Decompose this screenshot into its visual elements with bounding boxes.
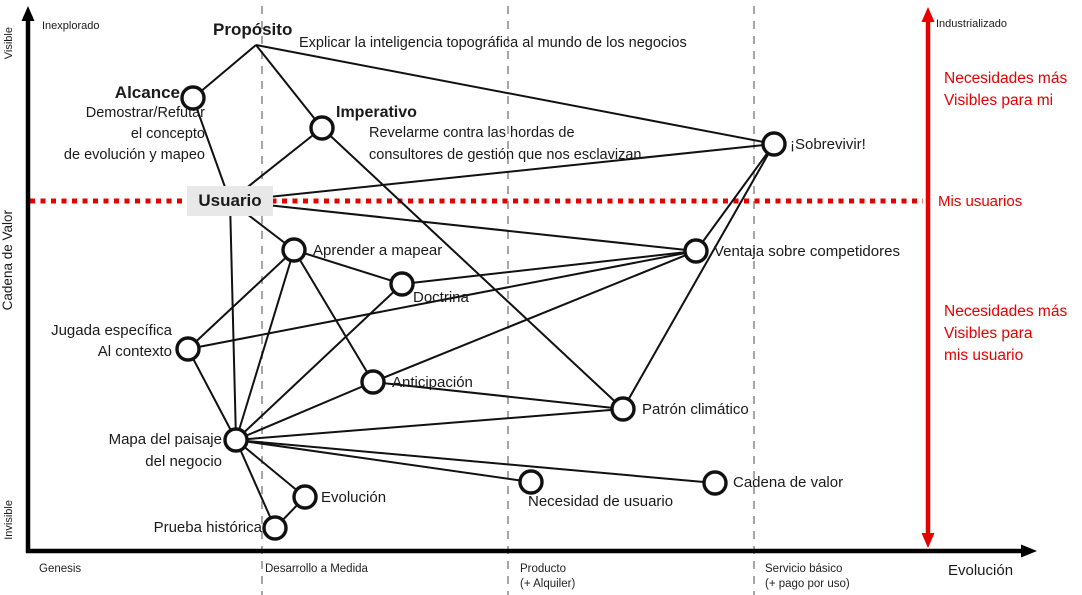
edge-mapa-necesidad (235, 439, 532, 483)
node-circle-necesidad (518, 469, 544, 495)
node-label-mapa: Mapa del paisaje del negocio (108, 431, 222, 470)
edge-mapa-anticipacion (235, 381, 374, 441)
edge-proposito-imperativo (255, 44, 323, 129)
x-axis (26, 544, 1037, 558)
stage-servicio: Servicio básico (+ pago por uso) (765, 563, 850, 590)
edge-mapa-evolucion (235, 439, 306, 498)
node-circle-doctrina (389, 271, 415, 297)
node-circle-sobrevivir (761, 131, 787, 157)
node-circle-cadena (702, 470, 728, 496)
node-label-evolucion: Evolución (321, 489, 387, 506)
edge-imperativo-patron (321, 127, 624, 410)
stage-desarrollo: Desarrollo a Medida (265, 563, 368, 575)
map-edges (187, 44, 775, 529)
node-circle-ventaja (683, 238, 709, 264)
edge-patron-sobrevivir (622, 143, 775, 410)
edge-jugada-ventaja (187, 250, 697, 350)
node-circle-mapa (223, 427, 249, 453)
edge-usuario-sobrevivir (229, 143, 775, 202)
edge-aprender-anticipacion (293, 249, 374, 383)
label-inexplorado: Inexplorado (42, 20, 100, 32)
stage-producto: Producto (+ Alquiler) (520, 563, 576, 590)
node-label-doctrina: Doctrina (413, 289, 469, 306)
edge-proposito-sobrevivir (255, 44, 775, 145)
node-label-cadena: Cadena de valor (733, 474, 844, 491)
needs-bottom-annotation: Necesidades más Visibles para mis usuari… (944, 303, 1068, 364)
x-axis-arrow-icon (1021, 544, 1037, 558)
node-circle-prueba (262, 515, 288, 541)
edge-ventaja-sobrevivir (695, 143, 775, 252)
node-circle-alcance (180, 85, 206, 111)
edge-anticipacion-patron (372, 381, 624, 410)
node-label-imperativo: Imperativo (336, 104, 417, 121)
edge-mapa-doctrina (235, 283, 403, 441)
alcance-note: Demostrar/Refutar el concepto de evoluci… (63, 105, 205, 163)
node-circle-anticipacion (360, 369, 386, 395)
edge-jugada-mapa (187, 348, 237, 441)
edge-usuario-mapa (229, 200, 237, 441)
needs-top-annotation: Necesidades más Visibles para mi (944, 70, 1068, 109)
edge-aprender-mapa (235, 249, 295, 441)
mis-usuarios-label: Mis usuarios (938, 193, 1023, 210)
label-industrializado: Industrializado (936, 18, 1007, 30)
node-label-anticipacion: Anticipación (392, 374, 473, 391)
y-axis-visible-label: Visible (3, 27, 15, 60)
edge-aprender-doctrina (293, 249, 403, 285)
proposito-note: Explicar la inteligencia topográfica al … (299, 35, 687, 51)
red-arrow-up-icon (921, 7, 935, 22)
node-label-prueba: Prueba histórica (153, 519, 262, 536)
node-label-aprender: Aprender a mapear (313, 242, 443, 259)
edge-mapa-cadena (235, 439, 716, 484)
node-label-proposito: Propósito (213, 20, 293, 39)
node-circle-evolucion (292, 484, 318, 510)
edge-proposito-alcance (192, 44, 257, 99)
edge-alcance-usuario (192, 97, 231, 202)
stage-genesis: Genesis (39, 563, 82, 575)
edge-usuario-ventaja (229, 200, 697, 252)
y-axis-invisible-label: Invisible (3, 500, 15, 540)
node-label-alcance: Alcance (114, 83, 180, 102)
node-label-jugada: Jugada específica Al contexto (51, 322, 172, 360)
imperativo-note: Revelarme contra las hordas de consultor… (369, 125, 642, 163)
edge-mapa-patron (235, 408, 624, 441)
visibility-axis-red (921, 7, 935, 548)
edge-doctrina-ventaja (401, 250, 697, 285)
node-circle-aprender (281, 237, 307, 263)
y-axis-arrow-icon (21, 6, 35, 21)
y-axis (21, 6, 35, 553)
node-usuario-box: Usuario (187, 186, 273, 216)
node-label-sobrevivir: ¡Sobrevivir! (790, 136, 866, 153)
node-label-patron: Patrón climático (642, 401, 749, 418)
x-axis-title: Evolución (948, 562, 1014, 579)
node-label-necesidad: Necesidad de usuario (528, 493, 674, 510)
node-circle-patron (610, 396, 636, 422)
edge-mapa-prueba (235, 439, 276, 529)
y-axis-title: Cadena de Valor (0, 210, 15, 311)
edge-jugada-aprender (187, 249, 295, 350)
map-nodes (175, 85, 787, 541)
node-circle-jugada (175, 336, 201, 362)
red-arrow-down-icon (921, 533, 935, 548)
node-label-ventaja: Ventaja sobre competidores (714, 243, 900, 260)
edge-anticipacion-ventaja (372, 250, 697, 383)
node-circle-imperativo (309, 115, 335, 141)
